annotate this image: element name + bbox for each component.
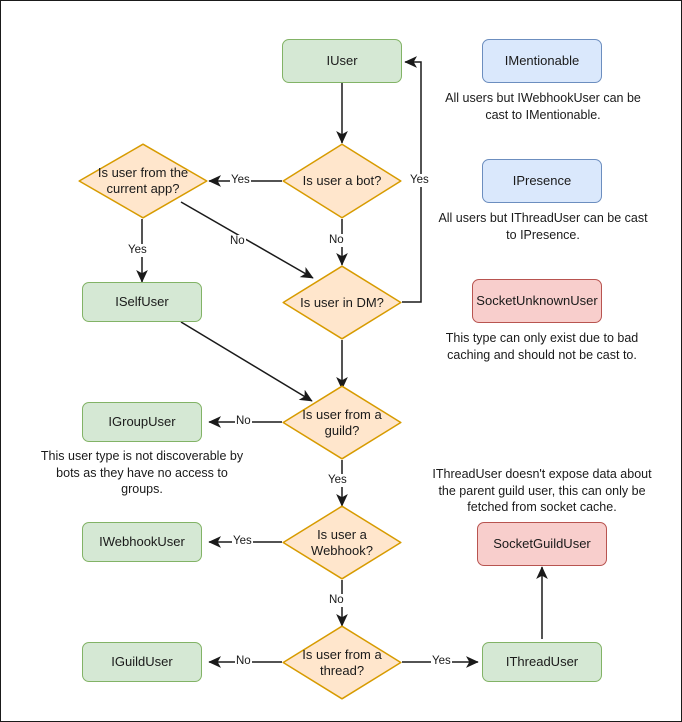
node-is-user-from-a-guild[interactable]: Is user from a guild? xyxy=(282,385,402,460)
node-is-user-in-dm[interactable]: Is user in DM? xyxy=(282,265,402,340)
edge-label-webhook-to-iwebhookuser: Yes xyxy=(232,535,253,548)
node-socketguilduser[interactable]: SocketGuildUser xyxy=(477,522,607,566)
edge-label-thread-to-ithreaduser: Yes xyxy=(431,655,452,668)
diamond-shape-is-user-in-dm xyxy=(282,265,402,340)
diamond-shape-is-user-from-current-app xyxy=(78,143,208,219)
node-is-user-a-bot[interactable]: Is user a bot? xyxy=(282,143,402,219)
edge-label-bot-to-dm: No xyxy=(328,234,345,247)
edge-label-thread-to-iguilduser: No xyxy=(235,655,252,668)
node-is-user-a-bot-label: Is user a bot? xyxy=(302,173,382,188)
node-is-user-from-a-thread-label: Is user from a thread? xyxy=(302,646,382,678)
caption-imentionable: All users but IWebhookUser can be cast t… xyxy=(445,91,641,122)
edge-label-bot-to-currentapp: Yes xyxy=(230,174,251,187)
node-iguilduser-label: IGuildUser xyxy=(111,654,173,669)
edge-label-dm-to-iuser: Yes xyxy=(409,174,430,187)
node-ithreaduser[interactable]: IThreadUser xyxy=(482,642,602,682)
edge-label-currentapp-to-dm: No xyxy=(229,235,246,248)
node-socketunknownuser[interactable]: SocketUnknownUser xyxy=(472,279,602,323)
node-ipresence-label: IPresence xyxy=(512,173,572,188)
diamond-shape-is-user-from-a-thread xyxy=(282,625,402,700)
node-igroupuser[interactable]: IGroupUser xyxy=(82,402,202,442)
diamond-shape-is-user-a-bot xyxy=(282,143,402,219)
node-socketunknownuser-label: SocketUnknownUser xyxy=(476,293,598,308)
node-is-user-a-webhook[interactable]: Is user a Webhook? xyxy=(282,505,402,580)
node-imentionable-label: IMentionable xyxy=(504,53,580,68)
edge-label-webhook-to-thread: No xyxy=(328,594,345,607)
diamond-shape-is-user-from-a-guild xyxy=(282,385,402,460)
caption-ipresence: All users but IThreadUser can be cast to… xyxy=(438,211,648,242)
node-imentionable[interactable]: IMentionable xyxy=(482,39,602,83)
node-iselfuser-label: ISelfUser xyxy=(115,294,169,309)
edge-label-guild-to-igroupuser: No xyxy=(235,415,252,428)
node-ithreaduser-label: IThreadUser xyxy=(505,654,579,669)
node-iuser-label: IUser xyxy=(326,53,358,68)
node-is-user-from-a-thread[interactable]: Is user from a thread? xyxy=(282,625,402,700)
node-igroupuser-label: IGroupUser xyxy=(108,414,176,429)
diamond-shape-is-user-a-webhook xyxy=(282,505,402,580)
caption-igroupuser: This user type is not discoverable by bo… xyxy=(40,449,244,496)
node-is-user-from-a-guild-label: Is user from a guild? xyxy=(302,406,382,438)
caption-socketunknownuser: This type can only exist due to bad cach… xyxy=(445,331,639,362)
edge-label-currentapp-to-iselfuser: Yes xyxy=(127,244,148,257)
node-socketguilduser-label: SocketGuildUser xyxy=(493,536,591,551)
node-is-user-from-current-app-label: Is user from the current app? xyxy=(97,165,189,196)
node-is-user-from-current-app[interactable]: Is user from the current app? xyxy=(78,143,208,219)
node-iwebhookuser-label: IWebhookUser xyxy=(99,534,185,549)
caption-socketguilduser: IThreadUser doesn't expose data about th… xyxy=(432,467,652,514)
node-ipresence[interactable]: IPresence xyxy=(482,159,602,203)
node-iuser[interactable]: IUser xyxy=(282,39,402,83)
node-is-user-in-dm-label: Is user in DM? xyxy=(300,294,384,310)
node-iguilduser[interactable]: IGuildUser xyxy=(82,642,202,682)
node-iwebhookuser[interactable]: IWebhookUser xyxy=(82,522,202,562)
edge-label-guild-to-webhook: Yes xyxy=(327,474,348,487)
node-is-user-a-webhook-label: Is user a Webhook? xyxy=(311,526,373,558)
node-iselfuser[interactable]: ISelfUser xyxy=(82,282,202,322)
